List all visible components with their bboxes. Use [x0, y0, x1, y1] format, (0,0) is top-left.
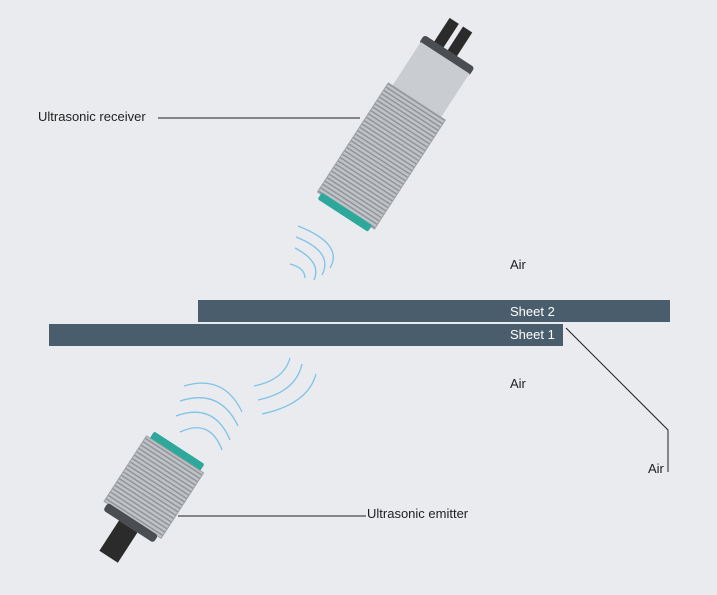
receiver-upper-housing — [392, 42, 470, 118]
air-label-middle: Air — [510, 376, 526, 391]
sheet-2-label: Sheet 2 — [510, 304, 555, 319]
receiver-ribbed-body — [317, 82, 446, 229]
emitter-label: Ultrasonic emitter — [367, 506, 469, 521]
emitter-sensor-face — [150, 432, 204, 471]
sheet-2 — [198, 300, 670, 322]
ultrasonic-receiver — [316, 17, 474, 232]
air-gap-label: Air — [648, 461, 664, 476]
air-label-top: Air — [510, 257, 526, 272]
emitter-cap — [104, 503, 158, 542]
emitter-ribbed-body — [104, 435, 204, 539]
receiver-sensor-face — [318, 193, 372, 232]
receiver-sound-waves — [289, 225, 334, 281]
emitter-sound-waves — [175, 382, 243, 451]
transmitted-sound-waves — [253, 357, 317, 415]
receiver-label: Ultrasonic receiver — [38, 109, 146, 124]
sheet-1 — [49, 324, 563, 346]
air-gap-leader-line — [565, 327, 669, 472]
receiver-cap — [420, 35, 474, 75]
ultrasonic-emitter — [99, 432, 205, 563]
emitter-connector — [99, 520, 138, 563]
sheet-1-label: Sheet 1 — [510, 327, 555, 342]
